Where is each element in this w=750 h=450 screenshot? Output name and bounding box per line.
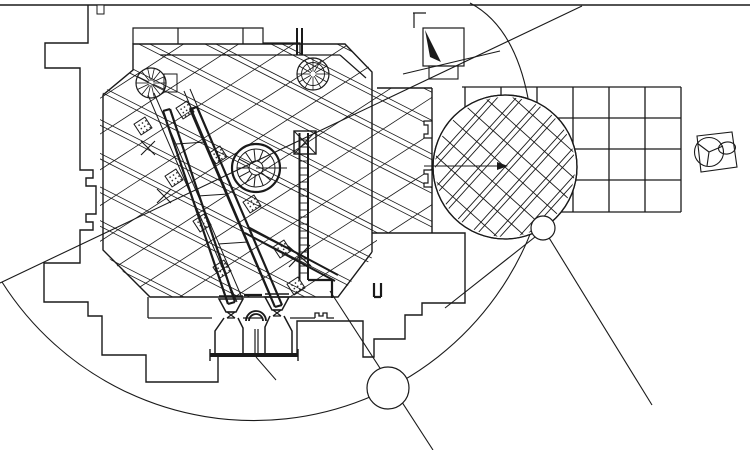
flag-lower-rect [428,65,459,80]
column-pad [208,145,228,165]
ladder-rails [298,133,309,280]
pedestal-post [254,329,259,353]
mixer-spokes [696,142,724,167]
building-top-band [132,27,367,79]
mixer-drum [693,136,725,168]
site-lines [0,2,653,450]
column-pad [175,100,195,120]
north-arrow-icon [425,30,441,62]
mixer-body [696,131,738,173]
site-boundary-arc [1,223,535,422]
plaza-tangent-line [444,236,536,309]
cross-brace-icon [140,140,172,204]
hopper-left-valve-icon [226,311,236,319]
spiral-stair-treads [237,149,271,187]
column-pad [212,259,232,279]
terrace-edge-line [147,297,334,319]
junction-nodes [366,215,556,410]
bottom-right-diagonal [542,227,653,406]
hopper-right [263,293,291,311]
column-pad [133,116,153,136]
terrace-outline [43,5,466,383]
base-plate-ends [209,349,299,361]
plaza-rim-overlay [432,94,578,240]
terrace-right-outline [296,232,466,358]
fan-blades [136,68,166,98]
truss-ties [175,141,249,245]
top-right-curve [469,2,529,99]
junction-node-c [530,215,556,241]
hopper-right-valve-icon [272,309,282,317]
column-pad [272,239,292,259]
boom-anchors [244,278,383,299]
column-pads [133,100,306,296]
fan-blades [297,58,329,90]
main-diagonal-line [0,5,583,284]
border-notch [96,4,105,15]
column-pad [192,213,212,233]
base-leader-line [255,356,277,381]
spiral-fan-right [296,57,330,91]
short-diagonal-line [402,50,501,75]
hopper-legs [214,315,293,353]
wall-pilasters [423,120,433,188]
flag-pole [413,12,426,28]
building-outline [102,27,373,298]
terrace-left-outline [43,5,219,383]
roof-flue [296,28,303,55]
truss-assembly [140,88,383,309]
hopper-left [217,295,245,313]
pedestal-arch [245,310,267,322]
arrowhead-icon [497,162,508,170]
column-pad [242,194,262,214]
base-plate [210,353,298,357]
mixer-icon [693,131,738,173]
junction-node-b [366,366,410,410]
truss-tube-1 [161,107,237,306]
hopper-assembly [209,293,299,381]
column-pad [286,276,306,296]
column-pad [164,168,184,188]
sheet-border [0,4,750,15]
spiral-fan-left [135,67,178,99]
north-flag [413,12,465,80]
truss-tube-2 [188,105,284,309]
spiral-stair [230,142,287,194]
mixer-motor [717,141,737,155]
